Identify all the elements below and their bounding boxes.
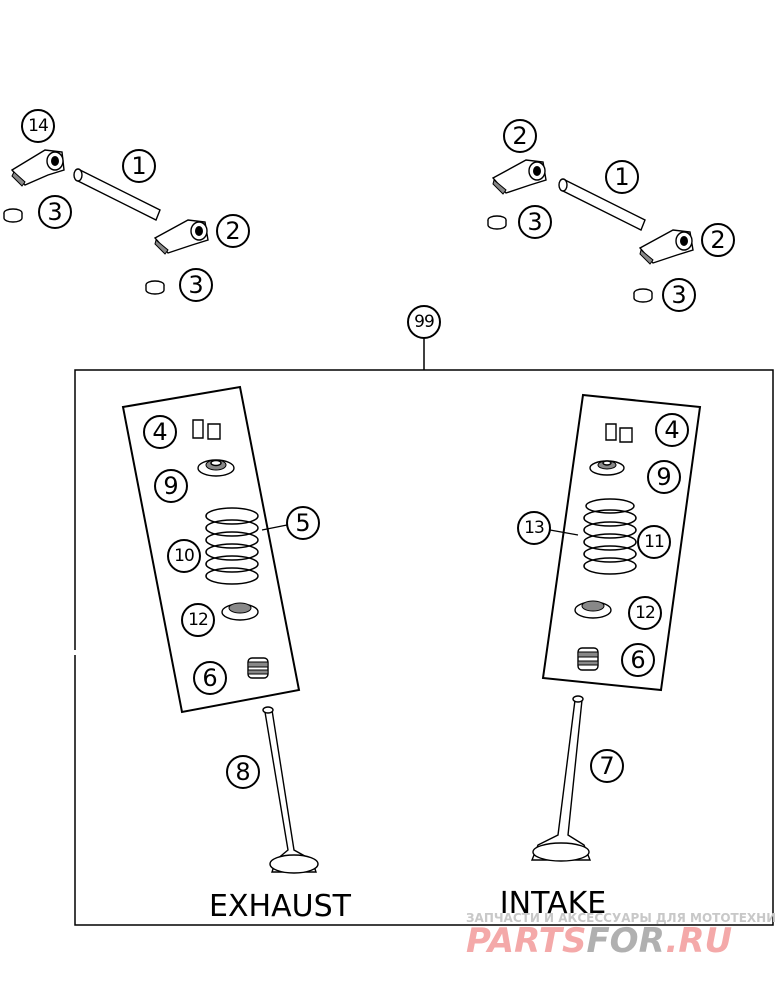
intake-valve-stem-seal	[577, 647, 599, 671]
kit-frame	[74, 338, 774, 926]
shim-left-b	[145, 280, 165, 295]
callout-8[interactable]: 8	[226, 755, 260, 789]
callout-13[interactable]: 13	[517, 511, 551, 545]
callout-99[interactable]: 99	[407, 305, 441, 339]
watermark-brand: PARTSFOR.RU	[466, 921, 732, 961]
callout-9-intake[interactable]: 9	[647, 460, 681, 494]
callout-14[interactable]: 14	[21, 109, 55, 143]
svg-text:11: 11	[644, 532, 664, 552]
callout-2-right-b[interactable]: 2	[701, 223, 735, 257]
svg-text:2: 2	[225, 217, 240, 245]
exhaust-kit-box	[121, 385, 301, 714]
svg-text:99: 99	[414, 312, 434, 332]
svg-text:4: 4	[664, 416, 679, 444]
callout-3-right-b[interactable]: 3	[662, 278, 696, 312]
svg-text:12: 12	[188, 610, 208, 630]
svg-text:9: 9	[656, 463, 671, 491]
watermark: ЗАПЧАСТИ И АКСЕССУАРЫ ДЛЯ МОТОТЕХНИКИ PA…	[466, 911, 775, 961]
svg-text:6: 6	[630, 646, 645, 674]
callout-4-exhaust[interactable]: 4	[143, 415, 177, 449]
svg-text:6: 6	[202, 664, 217, 692]
exhaust-spring-retainer	[197, 459, 235, 477]
svg-text:5: 5	[295, 509, 310, 537]
callout-6-exhaust[interactable]: 6	[193, 661, 227, 695]
rocker-shaft-left	[73, 168, 161, 221]
svg-text:3: 3	[671, 281, 686, 309]
svg-text:10: 10	[174, 546, 194, 566]
intake-valve	[530, 695, 592, 862]
svg-text:2: 2	[710, 226, 725, 254]
rocker-arm-14	[10, 149, 65, 187]
callout-12-intake[interactable]: 12	[628, 596, 662, 630]
intake-label: INTAKE	[500, 886, 606, 921]
callout-6-intake[interactable]: 6	[621, 643, 655, 677]
callout-3-left-a[interactable]: 3	[38, 195, 72, 229]
svg-text:2: 2	[512, 122, 527, 150]
callout-11[interactable]: 11	[637, 525, 671, 559]
callout-2-right-a[interactable]: 2	[503, 119, 537, 153]
exhaust-valve-keepers	[192, 419, 221, 440]
shim-right-b	[633, 288, 653, 303]
callout-5[interactable]: 5	[286, 506, 320, 540]
exhaust-label: EXHAUST	[209, 889, 352, 924]
svg-text:1: 1	[131, 152, 146, 180]
intake-spring-retainer	[589, 460, 625, 476]
svg-text:9: 9	[163, 472, 178, 500]
callout-12-exhaust[interactable]: 12	[181, 603, 215, 637]
exhaust-spring-seat	[221, 602, 259, 621]
callout-1-right[interactable]: 1	[605, 160, 639, 194]
svg-text:1: 1	[614, 163, 629, 191]
rocker-shaft-right	[558, 178, 646, 231]
svg-text:7: 7	[599, 752, 614, 780]
shim-right-a	[487, 215, 507, 230]
rocker-arm-2-right-b	[638, 229, 694, 265]
rocker-arm-2-right-a	[491, 159, 547, 195]
svg-text:12: 12	[635, 603, 655, 623]
rocker-arm-2-left	[153, 219, 209, 255]
callout-9-exhaust[interactable]: 9	[154, 469, 188, 503]
exhaust-valve-spring	[205, 507, 259, 585]
svg-text:14: 14	[28, 116, 48, 136]
shim-left-a	[3, 208, 23, 223]
svg-text:3: 3	[527, 208, 542, 236]
exhaust-valve	[262, 706, 319, 874]
intake-valve-spring	[583, 498, 637, 575]
callout-4-intake[interactable]: 4	[655, 413, 689, 447]
exhaust-valve-stem-seal	[247, 657, 269, 679]
svg-text:8: 8	[235, 758, 250, 786]
callout-1-left[interactable]: 1	[122, 149, 156, 183]
watermark-tagline: ЗАПЧАСТИ И АКСЕССУАРЫ ДЛЯ МОТОТЕХНИКИ	[466, 911, 775, 925]
callout-3-right-a[interactable]: 3	[518, 205, 552, 239]
callout-2-left[interactable]: 2	[216, 214, 250, 248]
svg-text:3: 3	[47, 198, 62, 226]
callout-10[interactable]: 10	[167, 539, 201, 573]
intake-valve-keepers	[605, 423, 633, 443]
intake-kit-box	[541, 393, 702, 692]
callout-3-left-b[interactable]: 3	[179, 268, 213, 302]
callout-7[interactable]: 7	[590, 749, 624, 783]
svg-text:4: 4	[152, 418, 167, 446]
svg-text:13: 13	[524, 518, 544, 538]
intake-spring-seat	[574, 600, 612, 619]
svg-text:3: 3	[188, 271, 203, 299]
